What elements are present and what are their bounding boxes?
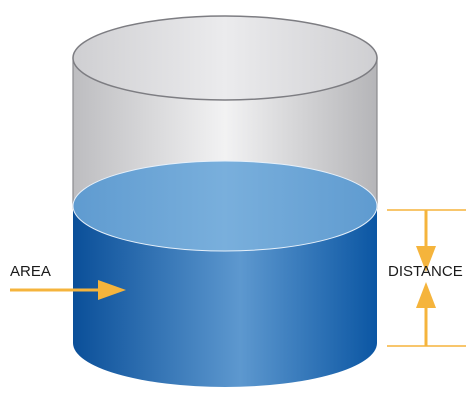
tank-top-opening: [72, 15, 378, 101]
liquid-body: [73, 206, 377, 387]
liquid-surface: [72, 160, 378, 252]
distance-label: DISTANCE: [388, 263, 463, 280]
area-label: AREA: [10, 263, 51, 280]
distance-arrow-up-icon: [416, 282, 436, 346]
liquid: [72, 160, 378, 387]
area-arrow-icon: [10, 280, 126, 300]
distance-arrow-down-icon: [416, 210, 436, 272]
distance-dimension: [387, 209, 466, 347]
